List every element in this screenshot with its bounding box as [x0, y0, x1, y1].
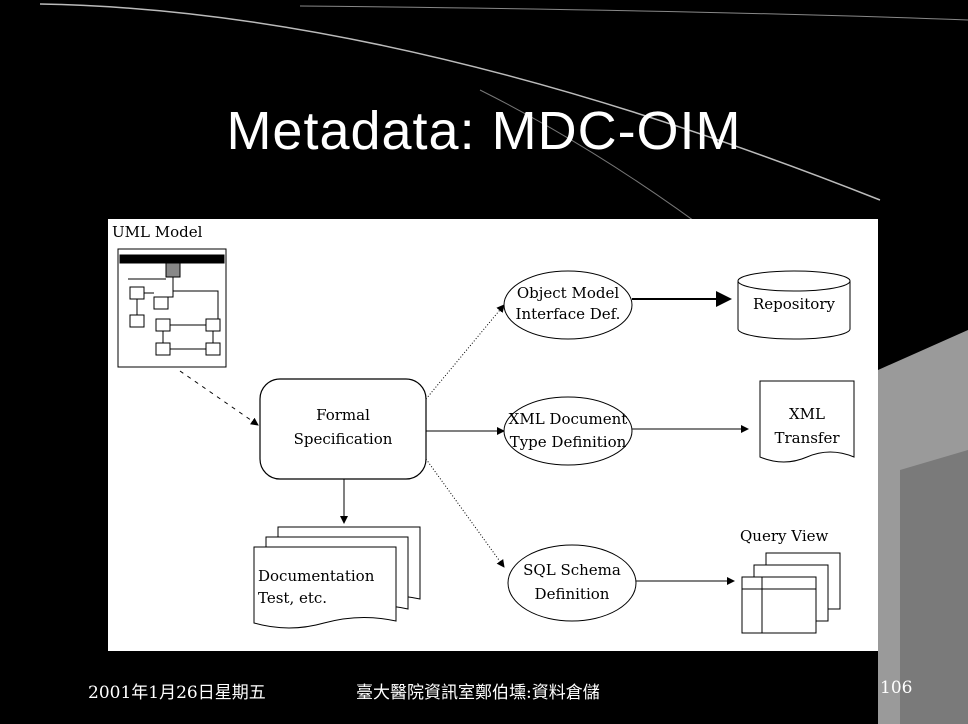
xml-transfer-line1: XML — [789, 405, 825, 423]
documentation-line1: Documentation — [258, 567, 375, 585]
mdc-oim-diagram: UML Model Formal — [112, 223, 855, 634]
documentation-stack — [253, 526, 421, 629]
sql-schema-line1: SQL Schema — [523, 561, 621, 579]
uml-model-label: UML Model — [112, 223, 203, 241]
object-model-line2: Interface Def. — [516, 305, 621, 323]
swoosh-line-3 — [479, 89, 721, 241]
footer-center: 臺大醫院資訊室鄭伯壎:資料倉儲 — [356, 683, 600, 703]
spec-to-sql-schema-arrow — [425, 458, 505, 568]
xml-transfer-line2: Transfer — [774, 429, 840, 447]
formal-spec-box — [259, 378, 427, 480]
uml-to-spec-arrow — [179, 370, 259, 426]
formal-spec-line2: Specification — [294, 430, 393, 448]
spec-to-object-model-arrow — [425, 304, 505, 400]
sql-schema-ellipse — [507, 544, 637, 622]
query-view-tables — [741, 552, 841, 634]
repository-label: Repository — [753, 295, 836, 313]
xml-dtd-line1: XML Document — [509, 410, 628, 428]
slide-title: Metadata: MDC-OIM — [226, 101, 742, 161]
page-number: 106 — [880, 678, 913, 698]
xml-dtd-line2: Type Definition — [510, 433, 627, 451]
diagram-panel: UML Model Formal — [108, 219, 878, 651]
uml-model-icon — [117, 248, 227, 368]
formal-spec-line1: Formal — [316, 406, 370, 424]
query-view-label: Query View — [740, 527, 828, 545]
xml-transfer-doc — [759, 380, 855, 463]
right-edge-texture-dark — [900, 450, 968, 724]
sql-schema-line2: Definition — [535, 585, 610, 603]
repository-cylinder — [737, 270, 851, 340]
documentation-line2: Test, etc. — [258, 589, 327, 607]
footer-date: 2001年1月26日星期五 — [88, 683, 266, 703]
swoosh-line-2 — [299, 5, 968, 21]
swoosh-line — [39, 3, 881, 201]
xml-dtd-ellipse — [503, 396, 633, 466]
object-model-ellipse — [503, 270, 633, 340]
object-model-line1: Object Model — [517, 284, 619, 302]
